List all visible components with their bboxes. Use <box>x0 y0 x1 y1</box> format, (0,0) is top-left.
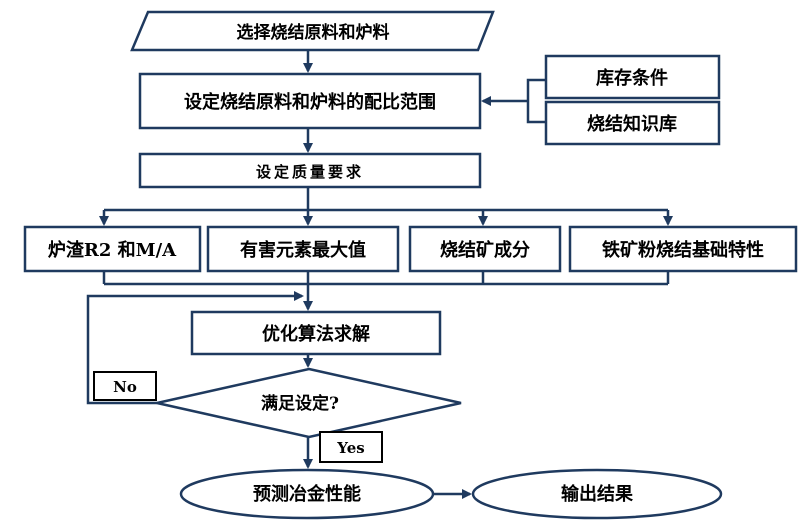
sinter-composition-label: 烧结矿成分 <box>440 239 530 261</box>
select-materials-node: 选择烧结原料和炉料 <box>130 10 495 52</box>
no-label: No <box>113 378 137 396</box>
yes-label-box: Yes <box>319 431 383 463</box>
yes-label: Yes <box>336 439 364 457</box>
harmful-elements-node: 有害元素最大值 <box>206 225 400 273</box>
sinter-composition-node: 烧结矿成分 <box>408 225 562 273</box>
connectors <box>86 50 673 499</box>
quality-requirements-label: 设定质量要求 <box>256 163 364 181</box>
set-ratio-range-label: 设定烧结原料和炉料的配比范围 <box>184 91 436 113</box>
predict-metallurgy-node: 预测冶金性能 <box>179 468 435 520</box>
optimize-label: 优化算法求解 <box>262 323 370 345</box>
bracket-inventory-knowledge <box>526 78 545 124</box>
iron-ore-basic-label: 铁矿粉烧结基础特性 <box>602 239 764 261</box>
optimize-node: 优化算法求解 <box>190 310 442 356</box>
inventory-node: 库存条件 <box>544 54 721 100</box>
no-label-box: No <box>93 371 157 401</box>
harmful-elements-label: 有害元素最大值 <box>240 239 366 261</box>
set-ratio-range-node: 设定烧结原料和炉料的配比范围 <box>138 72 482 130</box>
iron-ore-basic-node: 铁矿粉烧结基础特性 <box>568 225 798 273</box>
output-results-label: 输出结果 <box>561 483 634 505</box>
predict-metallurgy-label: 预测冶金性能 <box>253 483 361 505</box>
inventory-label: 库存条件 <box>596 67 668 89</box>
decision-node: 满足设定? <box>156 367 462 439</box>
slag-label: 炉渣R2 和M/A <box>48 239 177 261</box>
knowledge-base-label: 烧结知识库 <box>587 113 677 135</box>
quality-requirements-node: 设定质量要求 <box>138 152 482 189</box>
output-results-node: 输出结果 <box>471 468 723 520</box>
slag-node: 炉渣R2 和M/A <box>23 225 202 273</box>
arrow-no-loop <box>86 291 304 405</box>
knowledge-base-node: 烧结知识库 <box>544 100 721 146</box>
select-materials-label: 选择烧结原料和炉料 <box>237 22 390 43</box>
decision-label: 满足设定? <box>261 393 339 414</box>
